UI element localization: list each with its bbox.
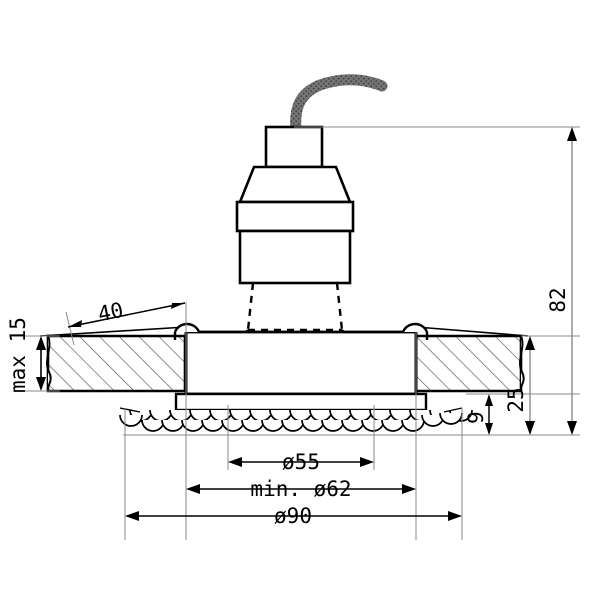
lamp-holder (235, 125, 355, 285)
dim-40-label: 40 (96, 298, 126, 327)
dim-d62-label: min. ø62 (250, 477, 351, 501)
decorative-rim (119, 407, 473, 432)
dim-9-label: 9 (464, 411, 488, 424)
supply-cable (290, 74, 388, 136)
dimension-82 (567, 127, 577, 435)
dimension-40 (67, 302, 186, 328)
dim-d90-label: ø90 (274, 504, 312, 528)
lamp-holder-ring (235, 200, 355, 233)
dimension-25 (525, 336, 535, 435)
fixture-housing (174, 330, 428, 412)
ceiling-section-left (46, 334, 187, 393)
rim-arc-row-lower (119, 412, 463, 432)
lamp-holder-taper (238, 165, 352, 204)
spring-clip-right (401, 322, 429, 340)
ceiling-taper-lines (39, 326, 529, 337)
dimension-d62 (186, 484, 416, 494)
dimension-d90 (125, 511, 462, 521)
ceiling-section-right (414, 334, 525, 393)
spring-clip-left (173, 322, 201, 340)
dimension-d55 (228, 457, 374, 467)
dimension-max15 (36, 336, 46, 391)
dim-25-label: 25 (504, 387, 528, 412)
dim-max15-label: max 15 (6, 317, 30, 393)
dim-82-label: 82 (546, 287, 570, 312)
extension-lines (14, 126, 580, 540)
lamp-holder-neck (264, 125, 324, 169)
dimension-9 (485, 394, 493, 435)
dim-d55-label: ø55 (282, 450, 320, 474)
lamp-holder-body (238, 229, 352, 285)
rim-arc-row-upper (129, 409, 473, 422)
